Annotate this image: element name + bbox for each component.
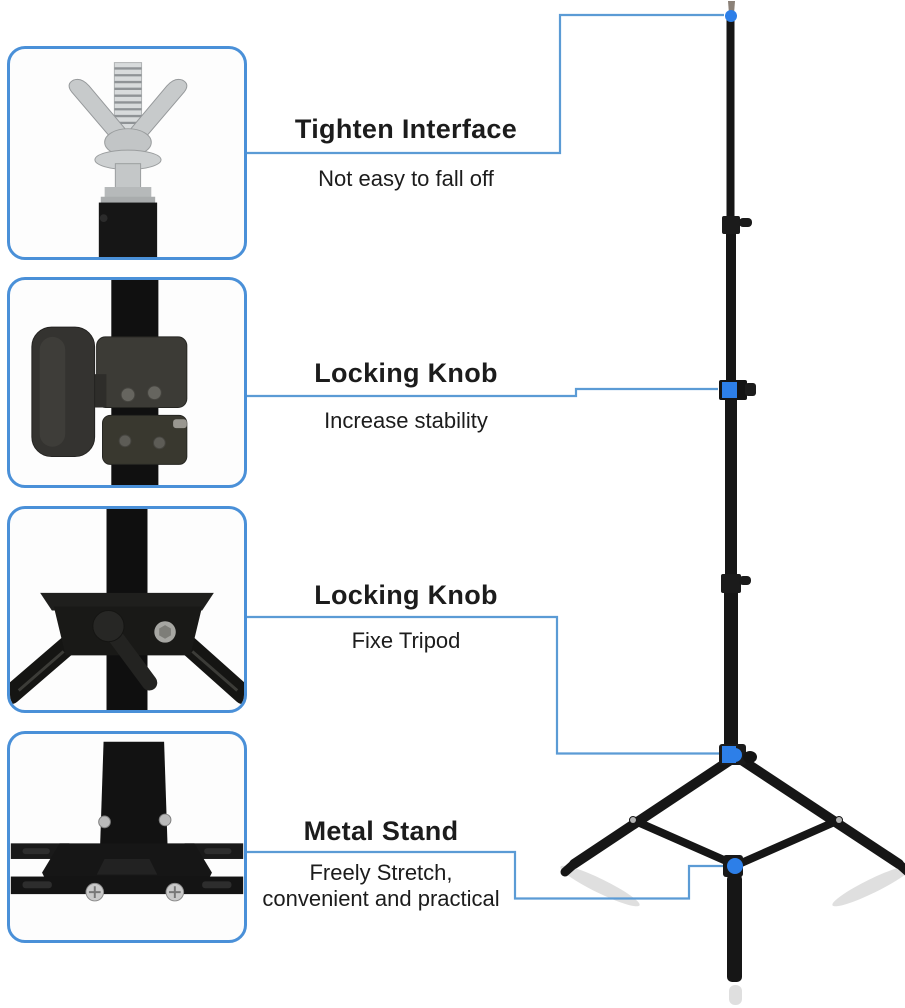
- stud: [114, 163, 142, 190]
- tripod-hub-illustration: [10, 509, 244, 710]
- pole-segment-1: [726, 12, 735, 218]
- callout-line-locking-knob-2: [247, 615, 726, 755]
- hex-bolt-head: [159, 625, 171, 639]
- metal-base-illustration: [10, 741, 244, 902]
- wing-bolt-illustration: [68, 62, 188, 257]
- callout-subtitle: Increase stability: [324, 408, 488, 433]
- marker-top: [725, 10, 737, 22]
- callout-subtitle: Freely Stretch, convenient and practical: [262, 860, 500, 911]
- column-bolt-right: [158, 813, 172, 827]
- callout-locking-knob-2: Locking Knob Fixe Tripod: [250, 578, 562, 654]
- callout-title: Metal Stand: [303, 816, 459, 846]
- callout-title: Locking Knob: [314, 580, 498, 610]
- center-column: [99, 741, 169, 859]
- clamp-upper: [96, 336, 188, 409]
- column-bolt-left: [98, 815, 111, 829]
- base-screw-right: [165, 882, 185, 902]
- upper-slot-left: [22, 848, 50, 855]
- clamp-screw-4: [152, 436, 166, 450]
- clamp-screw-1: [120, 387, 136, 403]
- bottom-column: [727, 874, 742, 982]
- upper-slot-right: [204, 848, 232, 855]
- callout-line-metal-stand: [247, 850, 726, 900]
- bracket-notch: [96, 858, 158, 875]
- callout-subtitle: Fixe Tripod: [351, 628, 461, 653]
- pole-segment-3: [725, 398, 737, 576]
- locking-knob-illustration: [31, 280, 188, 485]
- side-pin: [173, 419, 187, 429]
- callout-title: Tighten Interface: [294, 114, 518, 144]
- collar-clip-2: [721, 574, 751, 593]
- silver-collar-2: [100, 196, 156, 205]
- wing-nut: [68, 78, 188, 157]
- tripod-legs: [560, 752, 905, 877]
- set-screw: [99, 214, 108, 223]
- lower-bar: [10, 876, 244, 895]
- inset-photo-tripod-hub: [7, 506, 247, 713]
- tripod-braces: [629, 816, 843, 868]
- callout-title: Locking Knob: [314, 358, 498, 388]
- knob-highlight: [39, 336, 66, 447]
- callout-locking-knob-1: Locking Knob Increase stability: [250, 356, 562, 434]
- inset-photo-tighten-interface: [7, 46, 247, 260]
- marker-hub: [728, 748, 742, 762]
- pole-top: [98, 202, 158, 257]
- clamp-screw-3: [118, 434, 132, 448]
- callout-subtitle: Not easy to fall off: [318, 166, 494, 191]
- shadow-reflections: [560, 865, 905, 1005]
- marker-base: [727, 858, 743, 874]
- clamp-screw-2: [147, 385, 162, 401]
- callout-tighten-interface: Tighten Interface Not easy to fall off: [250, 112, 562, 192]
- callout-line-tighten-interface: [247, 13, 724, 155]
- lower-slot-left: [22, 881, 52, 889]
- inset-photo-metal-base: [7, 731, 247, 943]
- silver-collar: [104, 187, 152, 199]
- blue-locking-knob: [719, 380, 756, 400]
- callout-lines: [247, 13, 726, 900]
- base-screw-left: [85, 882, 105, 902]
- hub-flange: [40, 592, 214, 611]
- light-stand-illustration: [560, 1, 905, 982]
- lever-knob: [92, 609, 125, 643]
- leg-left: [10, 635, 78, 705]
- hub-body: [53, 606, 203, 656]
- pole-segment-4: [724, 576, 738, 752]
- collar-clip-1: [722, 216, 752, 234]
- lower-slot-right: [202, 881, 232, 889]
- clamp-lower: [101, 414, 188, 465]
- callout-metal-stand: Metal Stand Freely Stretch, convenient a…: [222, 814, 540, 912]
- callout-line-locking-knob-1: [247, 387, 718, 398]
- pole-segment-2: [726, 218, 736, 382]
- leg-highlights: [17, 650, 239, 692]
- inset-photo-locking-knob: [7, 277, 247, 488]
